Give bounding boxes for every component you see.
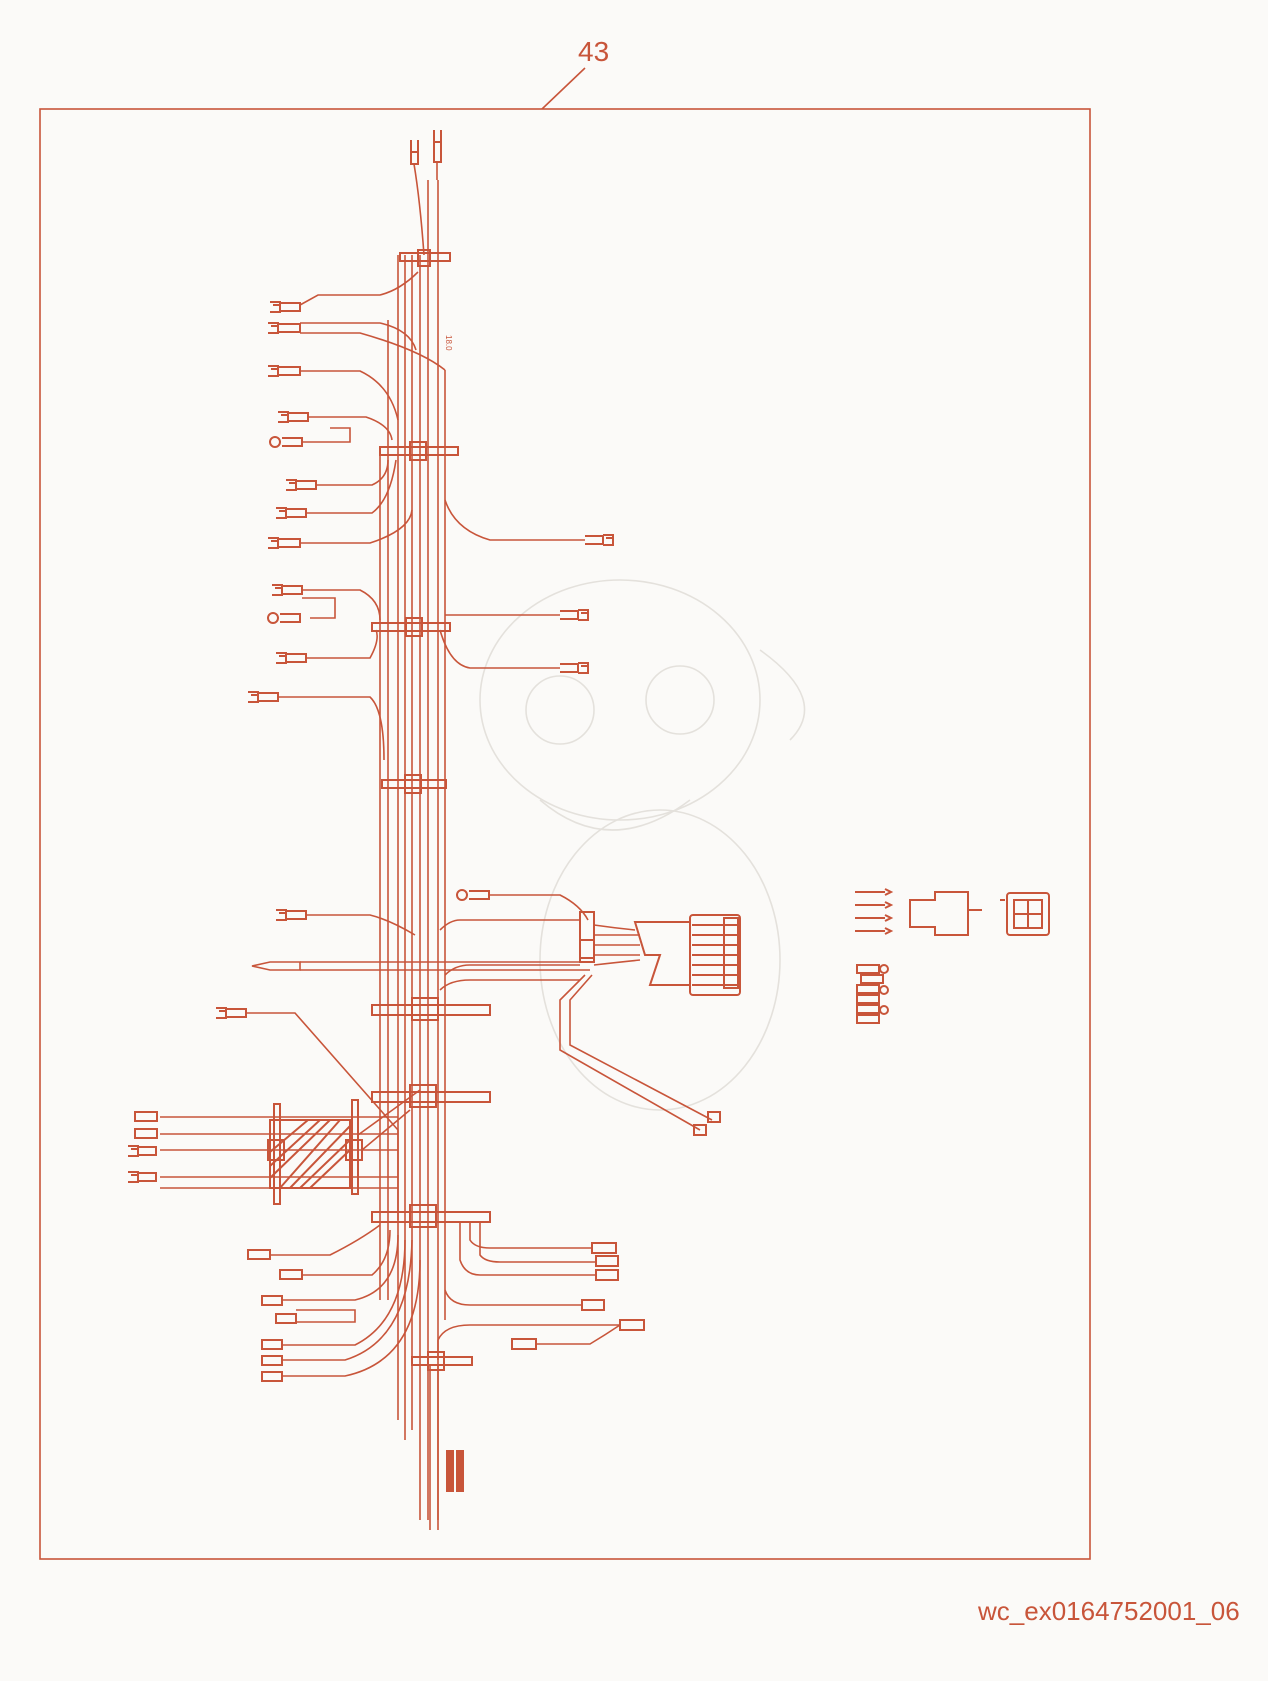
callout-leader — [541, 67, 586, 110]
sleeve-bundle — [128, 1007, 421, 1220]
main-connector — [251, 889, 741, 1136]
trunk-clamps — [371, 249, 491, 1371]
upper-right-branch — [444, 499, 614, 546]
top-fork-terminals — [410, 130, 442, 256]
spare-parts — [855, 888, 1050, 1024]
end-sleeve-1 — [446, 1450, 454, 1492]
upper-left-branches — [268, 271, 446, 549]
end-sleeve-2 — [456, 1450, 464, 1492]
main-trunk — [379, 180, 446, 1520]
document-id: wc_ex0164752001_06 — [978, 1596, 1240, 1626]
callout-number: 43 — [578, 36, 610, 67]
small-label: 18.0 — [444, 335, 453, 351]
watermark-mascot — [479, 579, 806, 1111]
frame — [39, 108, 1091, 1560]
lower-left-branches — [247, 1224, 421, 1382]
lower-right-branches — [437, 1222, 645, 1360]
middle-branches — [248, 584, 589, 761]
